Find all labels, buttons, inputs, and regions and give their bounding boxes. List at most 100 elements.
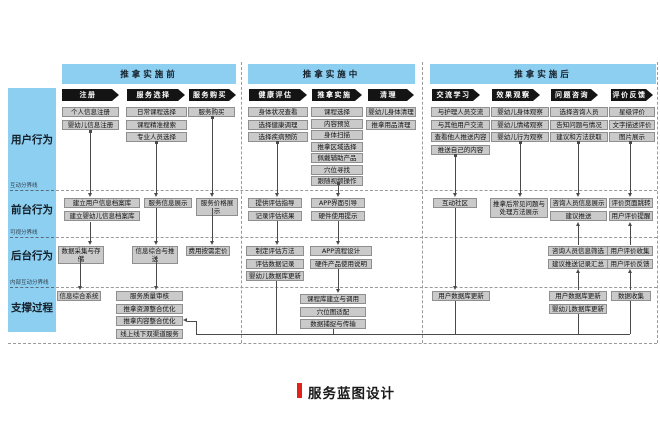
process-box: 数据捕捉与传输 (300, 319, 366, 329)
connector-line (338, 269, 339, 289)
process-box: 婴幼儿数据库更新 (246, 271, 304, 281)
connector-line (520, 142, 521, 193)
process-box: 硬件产品使用说明 (310, 258, 372, 269)
feedback-bus-line (196, 334, 630, 335)
process-box: 推拿内容整合优化 (116, 316, 183, 326)
swimlane-sidebar: 用户行为 互动分界线 前台行为 可视分界线 后台行为 内部互动分界线 支撑过程 (8, 88, 56, 332)
lane-label-support: 支撑过程 (11, 302, 53, 314)
process-box: 跟随视频操作 (311, 176, 363, 186)
boundary-label-internal: 内部互动分界线 (10, 278, 54, 288)
process-box: 婴幼儿信息注册 (62, 119, 119, 130)
frontstage-community: 互动社区 (433, 198, 477, 208)
process-box: 婴幼儿身体观察 (491, 107, 549, 117)
backstage-consultant-filter: 咨询人员信息筛选 建议推送记录汇总 (548, 246, 608, 269)
step-arrow-purchase: 服务购买 (189, 89, 236, 101)
process-box: 用户评价反馈 (607, 258, 653, 269)
frontstage-assess-guide: 提供评估指导 记录评估结果 (248, 198, 302, 221)
interaction-boundary-line (56, 190, 657, 191)
process-box: 文字描述评价 (609, 119, 655, 130)
visibility-boundary-line (56, 237, 657, 238)
lane-label-frontstage: 前台行为 (11, 204, 53, 216)
step-arrow-observe: 效果观察 (492, 89, 540, 101)
lane-label-user: 用户行为 (11, 134, 53, 146)
arrow-down-icon (88, 241, 92, 245)
process-box: 推送自己的内容 (431, 144, 490, 155)
frontstage-register: 建立用户信息档案库 建立婴幼儿信息档案库 (64, 198, 140, 221)
process-box: 个人信息注册 (62, 107, 119, 117)
connector-line (338, 221, 339, 241)
step-arrow-massage: 推拿实施 (312, 89, 362, 101)
arrow-down-icon (628, 193, 632, 197)
step-arrow-service-select: 服务选择 (127, 89, 185, 101)
process-box: 推拿区域选择 (311, 141, 363, 152)
process-box: 制定评估方法 (246, 246, 304, 256)
arrow-down-icon (336, 241, 340, 245)
arrow-down-icon (154, 193, 158, 197)
process-box: 服务质量审核 (116, 291, 183, 301)
phase-header-during: 推拿实施中 (248, 64, 415, 84)
process-box: 用户数据库更新 (432, 291, 490, 301)
arrow-up-icon (576, 269, 580, 273)
connector-line (630, 273, 631, 290)
process-box: 推拿资源整合优化 (116, 303, 183, 314)
connector-line (276, 281, 277, 334)
process-box: 信息综合与推送 (132, 246, 178, 264)
process-box: 信息综合系统 (57, 291, 101, 301)
process-box: 查看他人推送内容 (431, 132, 490, 142)
process-box: 服务价格展示 (196, 198, 238, 216)
connector-line (90, 222, 91, 241)
process-box: 硬件使用提示 (311, 210, 365, 221)
process-box: APP流程设计 (310, 246, 372, 256)
user-actions-cleanup: 婴幼儿身体清理 推拿用品清理 (366, 107, 416, 130)
process-box: 推拿后常见问题与处理方法展示 (490, 198, 548, 218)
connector-line (187, 321, 196, 322)
lane-label-backstage: 后台行为 (11, 250, 53, 262)
process-box: 选择咨询人员 (550, 107, 608, 117)
connector-line (455, 155, 456, 193)
backstage-pricing: 费用按需定价 (186, 246, 230, 256)
arrow-down-icon (275, 193, 279, 197)
process-box: 费用按需定价 (186, 246, 230, 256)
support-quality-optimize: 服务质量审核 推拿资源整合优化 推拿内容整合优化 线上线下双渠道服务 (116, 291, 183, 339)
process-box: 记录评估结果 (248, 210, 302, 221)
process-box: 课程库建立与调用 (300, 294, 366, 304)
process-box: 数据收集 (611, 291, 651, 301)
support-userdb-update-2: 用户数据库更新 婴幼儿数据库更新 (549, 291, 607, 314)
frontstage-price: 服务价格展示 (196, 198, 238, 216)
arrow-down-icon (88, 193, 92, 197)
connector-line (196, 321, 197, 334)
connector-line (90, 131, 91, 193)
process-box: 用户数据库更新 (549, 291, 607, 301)
frontstage-consultant-info: 咨询人员信息展示 建议推送 (550, 198, 607, 221)
phase-divider-line (241, 62, 242, 343)
connector-line (578, 314, 579, 334)
arrow-up-icon (628, 269, 632, 273)
boundary-label-visibility: 可视分界线 (10, 228, 54, 238)
arrow-down-icon (275, 241, 279, 245)
process-box: 服务信息展示 (144, 198, 192, 208)
user-actions-health-assess: 身体状况查看 选择健康调理 选择疾病预防 (248, 107, 308, 142)
process-box: 评价页面跳转 (609, 198, 653, 208)
arrow-down-icon (518, 193, 522, 197)
connector-line (578, 226, 579, 245)
process-box: 婴幼儿数据库更新 (549, 303, 607, 314)
title-accent-bar (297, 383, 302, 398)
process-box: 与护理人员交流 (431, 107, 490, 117)
connector-line (630, 301, 631, 334)
frontstage-faq: 推拿后常见问题与处理方法展示 (490, 198, 548, 218)
arrow-down-icon (336, 289, 340, 293)
connector-line (578, 273, 579, 290)
user-actions-communicate: 与护理人员交流 与其他用户交流 查看他人推送内容 推送自己的内容 (431, 107, 490, 155)
phase-divider-line (422, 62, 423, 343)
process-box: 身体状况查看 (248, 107, 308, 117)
process-box: 互动社区 (433, 198, 477, 208)
phase-divider-line (657, 62, 658, 343)
arrow-down-icon (453, 193, 457, 197)
connector-line (578, 142, 579, 193)
process-box: 线上线下双渠道服务 (116, 328, 183, 339)
process-box: 课程选择 (311, 107, 363, 117)
connector-line (455, 208, 456, 286)
process-box: 用户评价提醒 (609, 210, 653, 221)
diagram-title: 服务蓝图设计 (308, 386, 395, 402)
process-box: 星级评价 (609, 107, 655, 117)
